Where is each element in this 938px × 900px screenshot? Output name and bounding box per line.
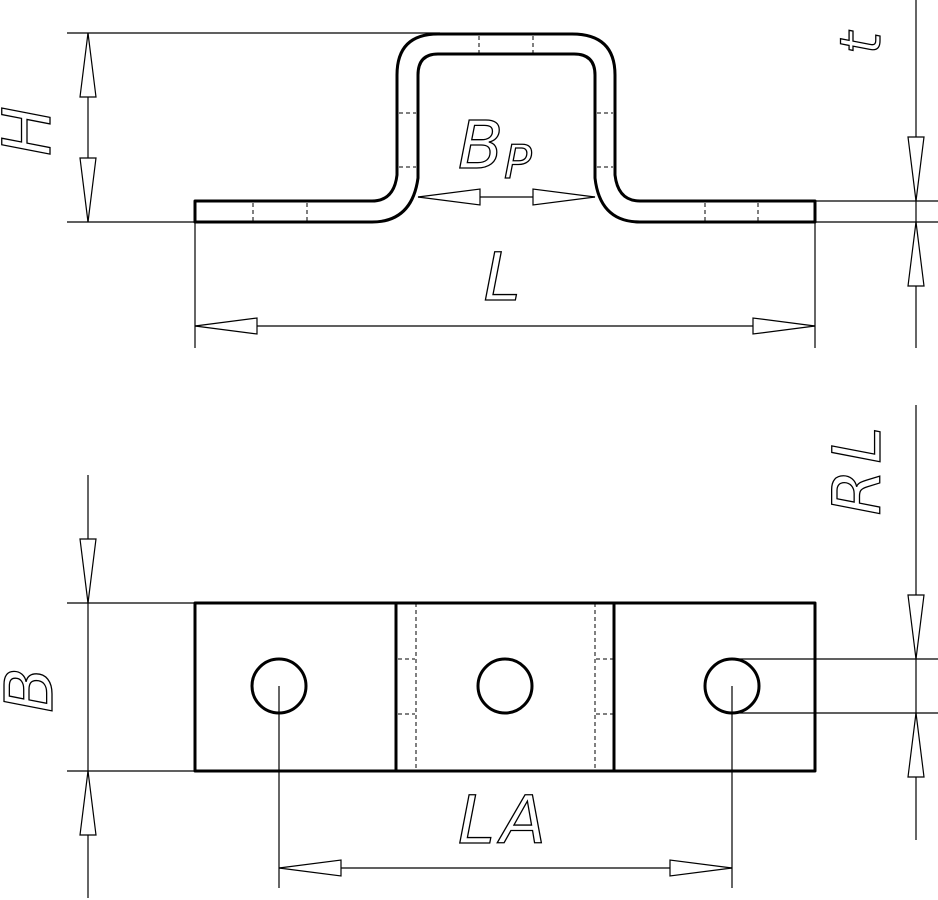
la-arrow-left: [278, 859, 342, 877]
top-view-outline: [193, 601, 817, 773]
label-bp: B: [458, 107, 509, 184]
hole-center: [476, 657, 534, 715]
label-bp-subscript: P: [504, 135, 532, 189]
top-view: B RL LA: [0, 405, 938, 898]
label-b: B: [0, 661, 68, 712]
label-h: H: [0, 100, 66, 156]
t-arrow-bottom: [907, 221, 925, 287]
bp-arrow-left: [417, 188, 481, 206]
b-arrow-bottom: [79, 770, 97, 836]
h-arrow-bottom: [79, 157, 97, 223]
side-view: H B P t L: [0, 0, 938, 348]
rl-arrow-bottom: [907, 712, 925, 778]
la-arrow-right: [669, 859, 733, 877]
l-arrow-right: [752, 317, 816, 335]
l-arrow-left: [194, 317, 258, 335]
label-la: LA: [458, 782, 552, 859]
t-arrow-top: [907, 136, 925, 202]
bp-arrow-right: [532, 188, 596, 206]
label-t: t: [829, 26, 894, 54]
b-arrow-top: [79, 538, 97, 604]
label-rl: RL: [819, 421, 896, 516]
h-arrow-top: [79, 32, 97, 98]
rl-arrow-top: [907, 594, 925, 660]
label-l: L: [484, 239, 527, 316]
